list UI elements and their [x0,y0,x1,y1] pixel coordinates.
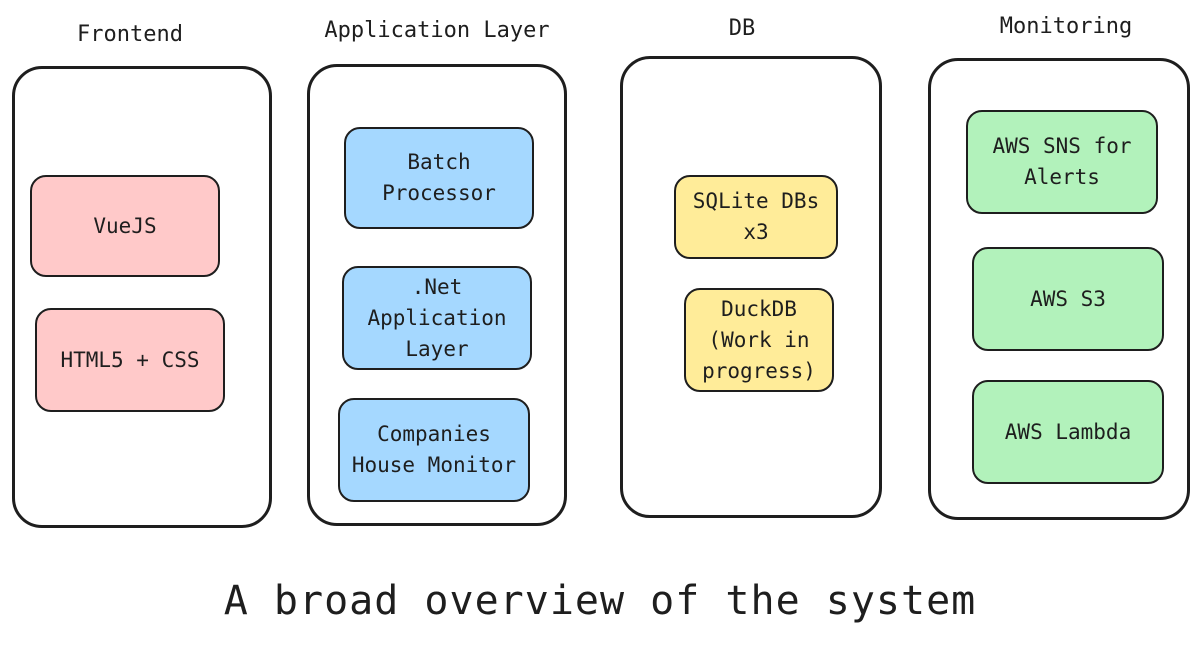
node-vuejs: VueJS [30,175,220,277]
node-aws-sns: AWS SNS for Alerts [966,110,1158,214]
node-batch-processor: Batch Processor [344,127,534,229]
node-aws-lambda: AWS Lambda [972,380,1164,484]
column-title-application-layer: Application Layer [324,18,550,43]
diagram-caption: A broad overview of the system [223,578,977,624]
node-sqlite-dbs: SQLite DBs x3 [674,175,838,259]
node-duckdb: DuckDB (Work in progress) [684,288,834,392]
node-html5-css: HTML5 + CSS [35,308,225,412]
column-title-frontend: Frontend [77,22,183,47]
column-frontend [12,66,272,528]
node-companies-house-monitor: Companies House Monitor [338,398,530,502]
column-title-db: DB [728,16,756,41]
node-aws-s3: AWS S3 [972,247,1164,351]
column-title-monitoring: Monitoring [999,14,1133,39]
column-db [620,56,882,518]
node-dotnet-application-layer: .Net Application Layer [342,266,532,370]
